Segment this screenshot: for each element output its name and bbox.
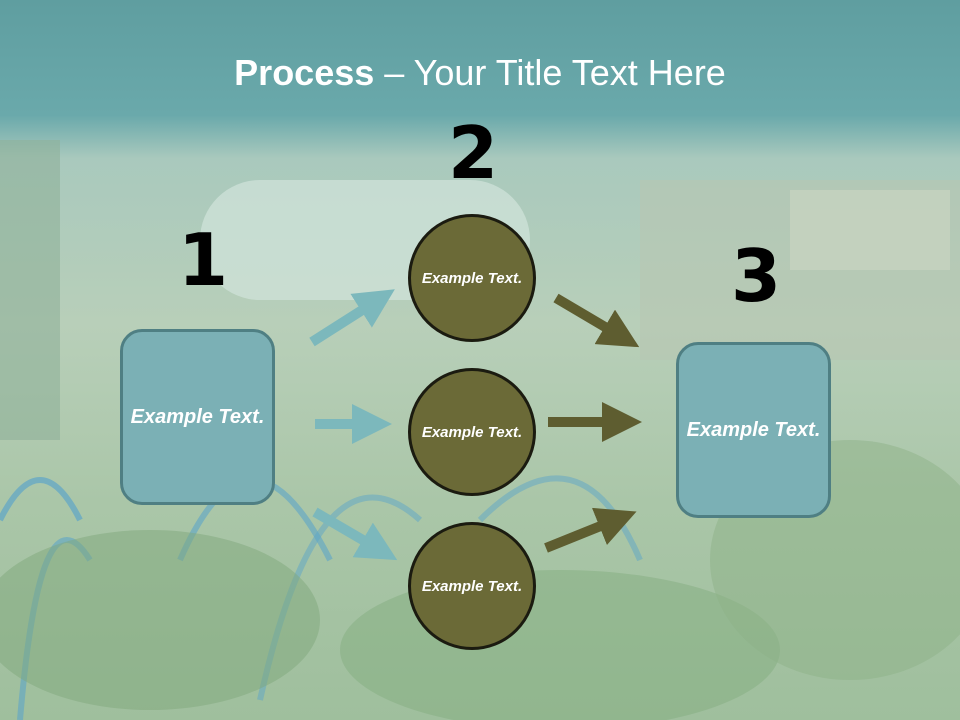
step-number-3: 3 [731, 234, 782, 318]
arrow-circle-top-to-box [553, 293, 640, 348]
arrow-box-to-circle-top [309, 289, 395, 347]
circle-top-label: Example Text. [421, 269, 523, 287]
left-text-box[interactable]: Example Text. [120, 329, 275, 505]
circle-top[interactable]: Example Text. [408, 214, 536, 342]
left-box-label: Example Text. [130, 405, 265, 428]
arrow-circle-bottom-to-box [544, 507, 637, 553]
title-rest: – Your Title Text Here [374, 52, 726, 93]
right-box-label: Example Text. [686, 418, 821, 441]
right-text-box[interactable]: Example Text. [676, 342, 831, 518]
page-title: Process – Your Title Text Here [0, 52, 960, 94]
circle-bottom[interactable]: Example Text. [408, 522, 536, 650]
title-bold: Process [234, 52, 375, 93]
arrow-box-to-circle-bottom [312, 507, 398, 561]
step-number-2: 2 [448, 111, 499, 195]
step-number-1: 1 [178, 218, 229, 302]
circle-middle[interactable]: Example Text. [408, 368, 536, 496]
circle-bottom-label: Example Text. [421, 577, 523, 595]
circle-middle-label: Example Text. [421, 423, 523, 441]
